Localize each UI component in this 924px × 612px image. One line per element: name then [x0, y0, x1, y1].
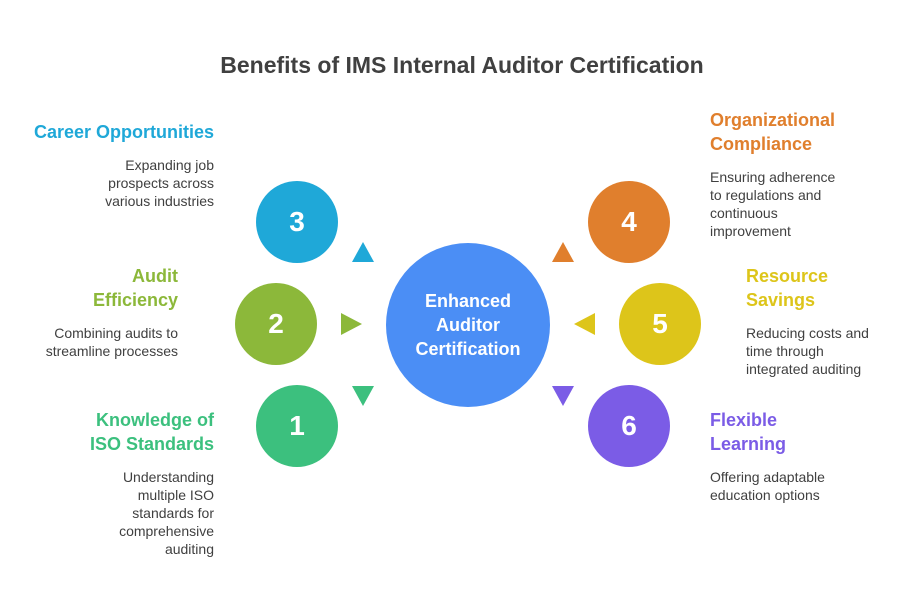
- circle-3: 3: [256, 181, 338, 263]
- benefit-heading: Resource Savings: [746, 266, 829, 310]
- benefit-description: Reducing costs and time through integrat…: [746, 325, 869, 377]
- benefit-audit-efficiency: Audit Efficiency Combining audits to str…: [8, 264, 178, 360]
- arrow-left-icon: [574, 313, 595, 335]
- center-label: Enhanced Auditor Certification: [415, 291, 521, 359]
- benefit-description: Expanding job prospects across various i…: [105, 157, 214, 209]
- benefit-career-opportunities: Career Opportunities Expanding job prosp…: [14, 120, 214, 210]
- circle-6: 6: [588, 385, 670, 467]
- benefit-heading: Audit Efficiency: [92, 266, 178, 310]
- circle-4: 4: [588, 181, 670, 263]
- arrow-down-icon: [352, 386, 374, 406]
- benefit-heading: Knowledge of ISO Standards: [89, 410, 214, 454]
- benefit-knowledge-of-iso-standards: Knowledge of ISO Standards Understanding…: [14, 408, 214, 558]
- benefit-description: Ensuring adherence to regulations and co…: [710, 169, 836, 239]
- benefit-description: Understanding multiple ISO standards for…: [119, 469, 214, 557]
- benefit-heading: Organizational Compliance: [710, 110, 836, 154]
- benefit-heading: Flexible Learning: [710, 410, 787, 454]
- diagram-title: Benefits of IMS Internal Auditor Certifi…: [220, 52, 704, 78]
- center-circle: Enhanced Auditor Certification: [386, 243, 550, 407]
- circle-5: 5: [619, 283, 701, 365]
- benefit-description: Offering adaptable education options: [710, 469, 825, 503]
- benefit-description: Combining audits to streamline processes: [45, 325, 178, 359]
- benefit-organizational-compliance: Organizational Compliance Ensuring adher…: [710, 108, 910, 240]
- arrow-down-icon: [552, 386, 574, 406]
- benefit-flexible-learning: Flexible Learning Offering adaptable edu…: [710, 408, 910, 504]
- circle-2: 2: [235, 283, 317, 365]
- arrow-up-icon: [352, 242, 374, 262]
- benefit-heading: Career Opportunities: [33, 122, 214, 142]
- arrow-right-icon: [341, 313, 362, 335]
- arrow-up-icon: [552, 242, 574, 262]
- circle-1: 1: [256, 385, 338, 467]
- benefit-resource-savings: Resource Savings Reducing costs and time…: [746, 264, 916, 378]
